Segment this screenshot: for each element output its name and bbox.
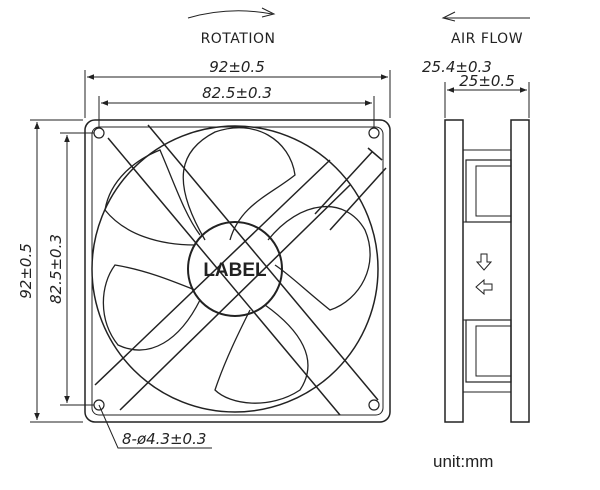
fan-blade <box>267 206 371 311</box>
fan-blade <box>102 264 201 351</box>
depth-frame-label: 25±0.5 <box>459 72 515 90</box>
airflow-indicator <box>441 11 530 22</box>
airflow-label: AIR FLOW <box>451 31 523 47</box>
width-overall-dimension <box>84 70 391 118</box>
height-overall-label: 92±0.5 <box>17 243 35 299</box>
depth-dimensions <box>444 82 530 118</box>
fan-blade <box>182 127 296 241</box>
height-holes-dimension <box>60 132 94 406</box>
hole-spec-leader <box>98 404 212 449</box>
hub-label: LABEL <box>203 260 267 281</box>
mounting-hole <box>93 127 105 139</box>
rotation-arrow <box>187 10 273 19</box>
airflow-direction-arrows <box>475 253 493 296</box>
front-view <box>30 7 391 449</box>
depth-overall-label: 25.4±0.3 <box>422 58 492 76</box>
width-holes-label: 82.5±0.3 <box>202 84 272 102</box>
hole-spec-label: 8-ø4.3±0.3 <box>122 430 206 448</box>
fan-shroud <box>91 125 379 413</box>
fan-frame-outer <box>84 119 391 423</box>
side-frame <box>444 119 530 423</box>
fan-blades <box>102 127 371 404</box>
fan-blade <box>104 149 201 246</box>
mounting-hole <box>368 127 380 139</box>
rotation-label: ROTATION <box>201 31 276 47</box>
fan-blade <box>214 304 309 404</box>
arrow-left-icon <box>475 278 493 296</box>
height-holes-label: 82.5±0.3 <box>47 234 65 304</box>
arrow-down-icon <box>475 253 493 271</box>
rotation-arrowhead <box>261 7 276 18</box>
rotation-indicator <box>187 7 276 19</box>
unit-label: unit:mm <box>433 452 493 471</box>
mounting-hole <box>368 399 380 411</box>
side-view <box>441 11 530 423</box>
height-overall-dimension <box>30 119 83 423</box>
fan-hub <box>187 221 283 317</box>
width-holes-dimension <box>98 96 375 128</box>
fan-struts <box>94 124 387 416</box>
width-overall-label: 92±0.5 <box>209 58 265 76</box>
